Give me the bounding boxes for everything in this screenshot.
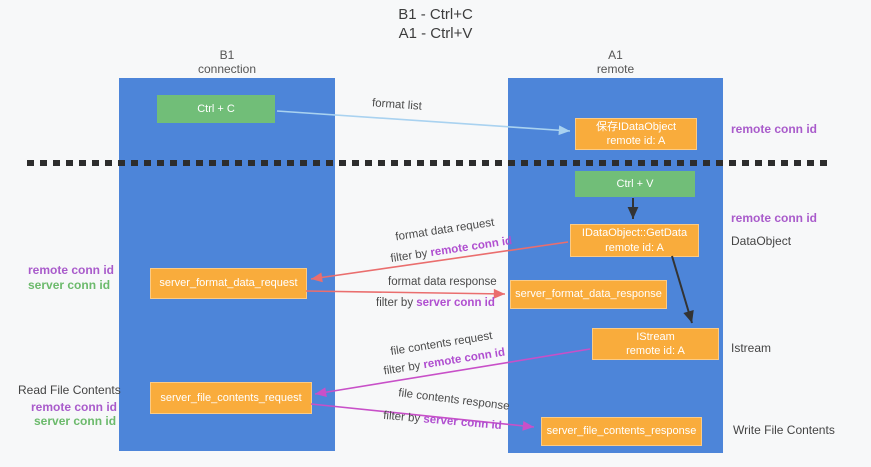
remote-conn-id-highlight: remote conn id xyxy=(429,234,513,260)
title-line-1: B1 - Ctrl+C xyxy=(398,6,473,23)
format-request-to-response-arrow-head xyxy=(493,288,505,299)
server-file-contents-request-label: server_file_contents_request xyxy=(160,391,302,404)
title-line-2: A1 - Ctrl+V xyxy=(398,24,473,42)
istream-label: IStream xyxy=(636,330,675,343)
ctrl-c-box: Ctrl + C xyxy=(157,95,275,123)
server-file-contents-request-box: server_file_contents_request xyxy=(150,382,312,414)
left-remote-conn-id-label-2: remote conn id xyxy=(31,400,118,414)
file-contents-response-label: file contents response xyxy=(397,387,511,413)
format-request-to-response-arrow xyxy=(305,290,506,295)
write-file-contents-label: Write File Contents xyxy=(733,423,835,437)
filter-by-text: filter by xyxy=(376,297,417,309)
format-list-label: format list xyxy=(371,97,423,113)
dataobject-label: DataObject xyxy=(731,234,792,248)
read-file-contents-label: Read File Contents xyxy=(18,383,121,397)
ctrl-c-label: Ctrl + C xyxy=(197,102,235,115)
server-format-data-request-box: server_format_data_request xyxy=(150,268,307,299)
idataobject-getdata-remote-id: remote id: A xyxy=(605,241,664,254)
left-server-conn-id-label-1: server conn id xyxy=(28,278,111,292)
lane-header-connection: connection xyxy=(197,62,257,77)
server-format-data-request-label: server_format_data_request xyxy=(159,277,298,290)
idataobject-getdata-box: IDataObject::GetData remote id: A xyxy=(570,224,699,257)
ctrl-v-label: Ctrl + V xyxy=(616,177,654,190)
lane-header-a1: A1 xyxy=(608,48,623,62)
save-idataobject-label: 保存IDataObject xyxy=(595,120,677,133)
lane-header-b1-connection: B1 connection xyxy=(119,48,335,77)
left-remote-conn-id-label-1: remote conn id xyxy=(28,263,115,277)
server-format-data-response-label: server_format_data_response xyxy=(515,288,662,301)
lane-header-remote: remote xyxy=(596,62,635,77)
filter-by-server-conn-id-label-2: filter by server conn id xyxy=(383,410,502,432)
format-data-response-label: format data response xyxy=(388,276,497,288)
left-server-conn-id-label-2: server conn id xyxy=(34,414,117,428)
save-idataobject-remote-id: remote id: A xyxy=(606,135,666,147)
ctrl-v-box: Ctrl + V xyxy=(575,171,695,197)
server-file-contents-response-box: server_file_contents_response xyxy=(541,417,702,446)
lane-header-a1-remote: A1 remote xyxy=(508,48,723,77)
right-remote-conn-id-label-2: remote conn id xyxy=(731,211,818,225)
lane-header-b1: B1 xyxy=(219,48,235,62)
save-idataobject-box: 保存IDataObject remote id: A xyxy=(575,118,697,150)
filter-by-server-conn-id-label-1: filter by server conn id xyxy=(376,297,495,309)
idataobject-getdata-label: IDataObject::GetData xyxy=(581,227,688,240)
server-conn-id-highlight: server conn id xyxy=(416,297,495,309)
istream-remote-id: remote id: A xyxy=(626,345,685,357)
server-file-contents-response-label: server_file_contents_response xyxy=(546,425,697,438)
server-conn-id-highlight: server conn id xyxy=(422,413,503,433)
istream-box: IStream remote id: A xyxy=(592,328,719,360)
right-remote-conn-id-label-1: remote conn id xyxy=(731,122,818,136)
filter-by-text: filter by xyxy=(382,359,425,378)
server-format-data-response-box: server_format_data_response xyxy=(510,280,667,309)
filter-by-text: filter by xyxy=(389,247,432,266)
diagram-title: B1 - Ctrl+C A1 - Ctrl+V xyxy=(0,6,871,44)
istream-side-label: Istream xyxy=(731,341,772,355)
filter-by-text: filter by xyxy=(382,409,424,426)
